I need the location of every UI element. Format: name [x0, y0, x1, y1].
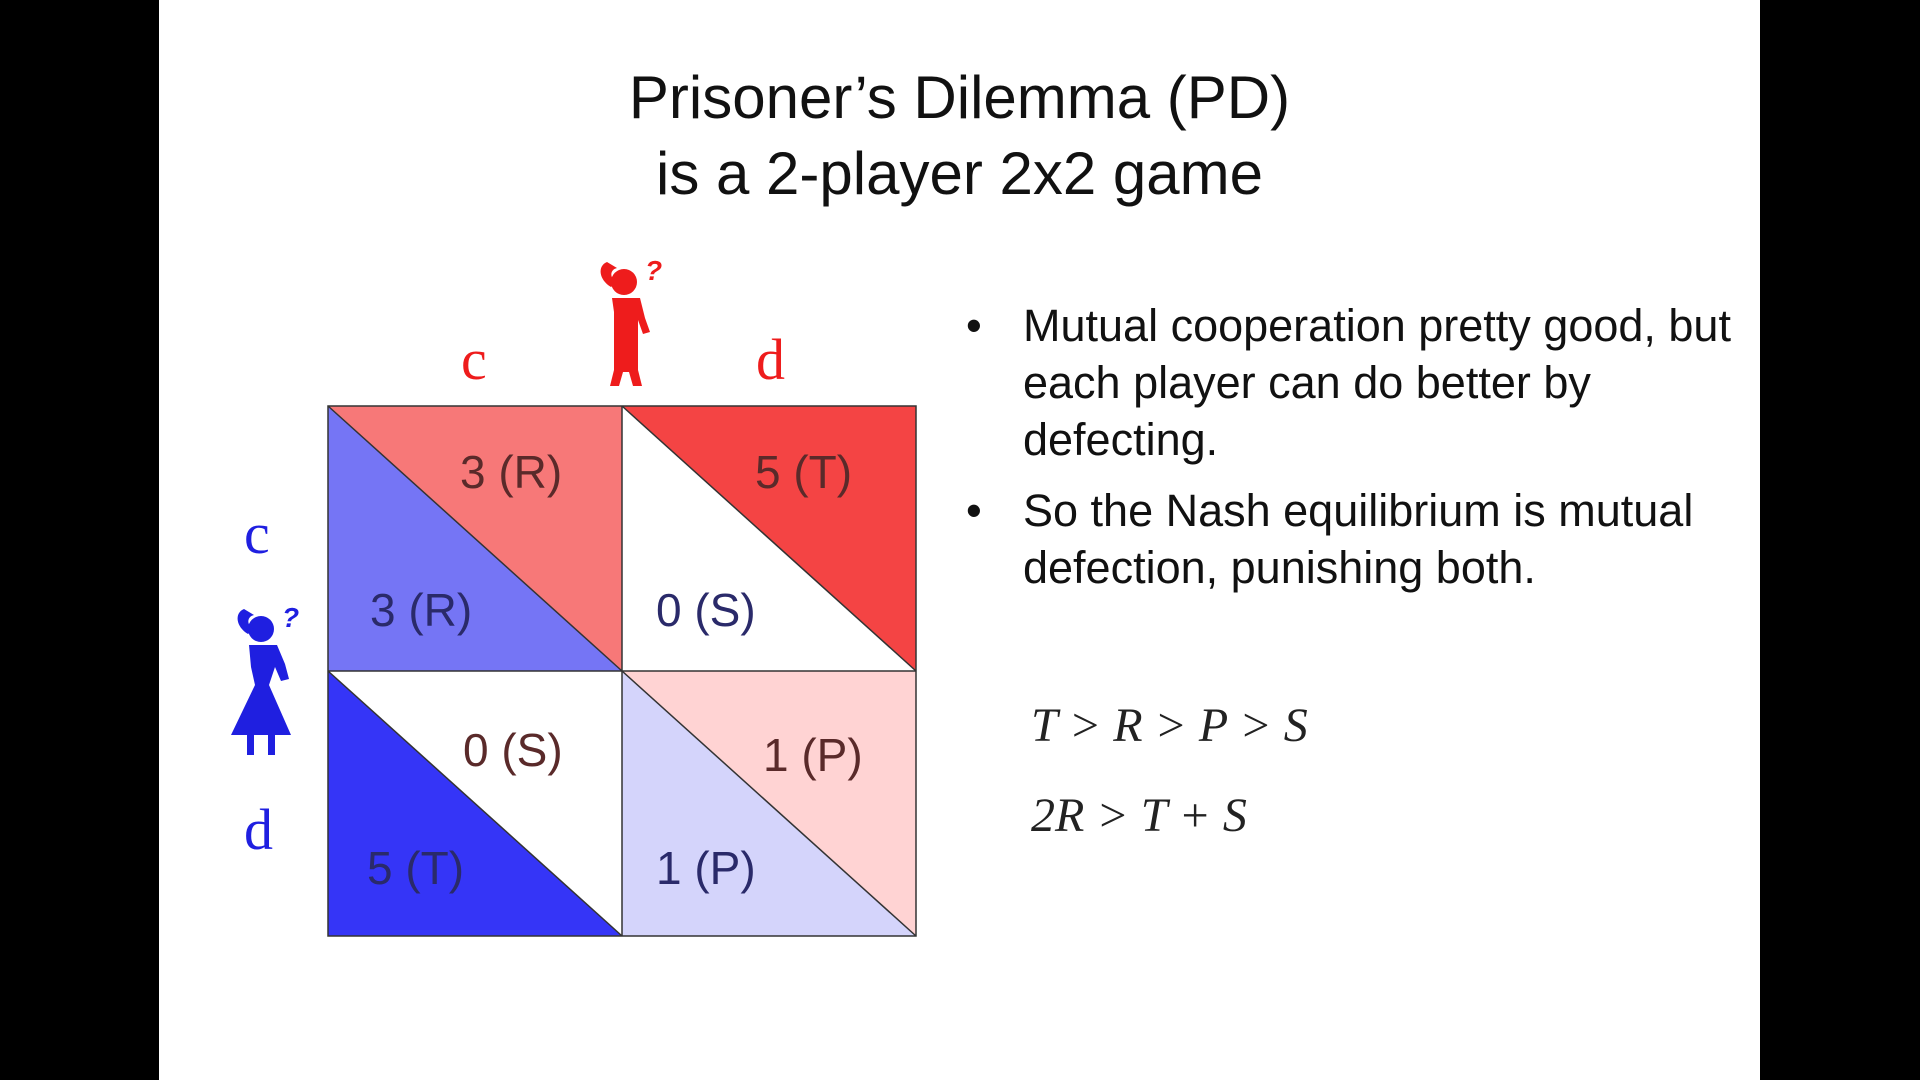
- bullet-dot: •: [966, 485, 982, 536]
- column-strategy-c: c: [461, 327, 487, 392]
- payoff-dd-column: 1 (P): [763, 729, 863, 781]
- red-thinking-player-icon: ?: [600, 255, 662, 386]
- blue-thinking-player-icon: ?: [231, 602, 299, 755]
- payoff-cc-column: 3 (R): [460, 446, 562, 498]
- row-strategy-d: d: [244, 797, 273, 862]
- slide-title-line-1: Prisoner’s Dilemma (PD): [628, 64, 1291, 131]
- payoff-matrix: 3 (R) 3 (R) 5 (T) 0 (S) 0 (S) 5 (T) 1 (P…: [231, 255, 917, 937]
- payoff-dc-row: 5 (T): [367, 842, 464, 894]
- matrix-grid: [327, 405, 917, 937]
- payoff-cc-row: 3 (R): [370, 584, 472, 636]
- payoff-cd-column: 5 (T): [755, 446, 852, 498]
- bullet-text: Mutual cooperation pretty good, but each…: [1023, 300, 1731, 465]
- slide-title-line-2: is a 2-player 2x2 game: [656, 140, 1263, 207]
- slide: Prisoner’s Dilemma (PD) is a 2-player 2x…: [159, 0, 1760, 1080]
- bullet-text: So the Nash equilibrium is mutual defect…: [1023, 485, 1694, 593]
- payoff-ordering-equation: T > R > P > S: [1031, 699, 1308, 752]
- payoff-cd-row: 0 (S): [656, 584, 756, 636]
- cooperation-condition-equation: 2R > T + S: [1031, 789, 1247, 842]
- bullet-item: • So the Nash equilibrium is mutual defe…: [966, 482, 1743, 596]
- bullet-dot: •: [966, 300, 982, 351]
- bullet-item: • Mutual cooperation pretty good, but ea…: [966, 297, 1743, 468]
- column-strategy-d: d: [756, 327, 785, 392]
- red-player-question-mark: ?: [645, 255, 662, 286]
- row-strategy-c: c: [244, 501, 270, 566]
- blue-player-question-mark: ?: [282, 602, 299, 633]
- payoff-dc-column: 0 (S): [463, 724, 563, 776]
- payoff-dd-row: 1 (P): [656, 842, 756, 894]
